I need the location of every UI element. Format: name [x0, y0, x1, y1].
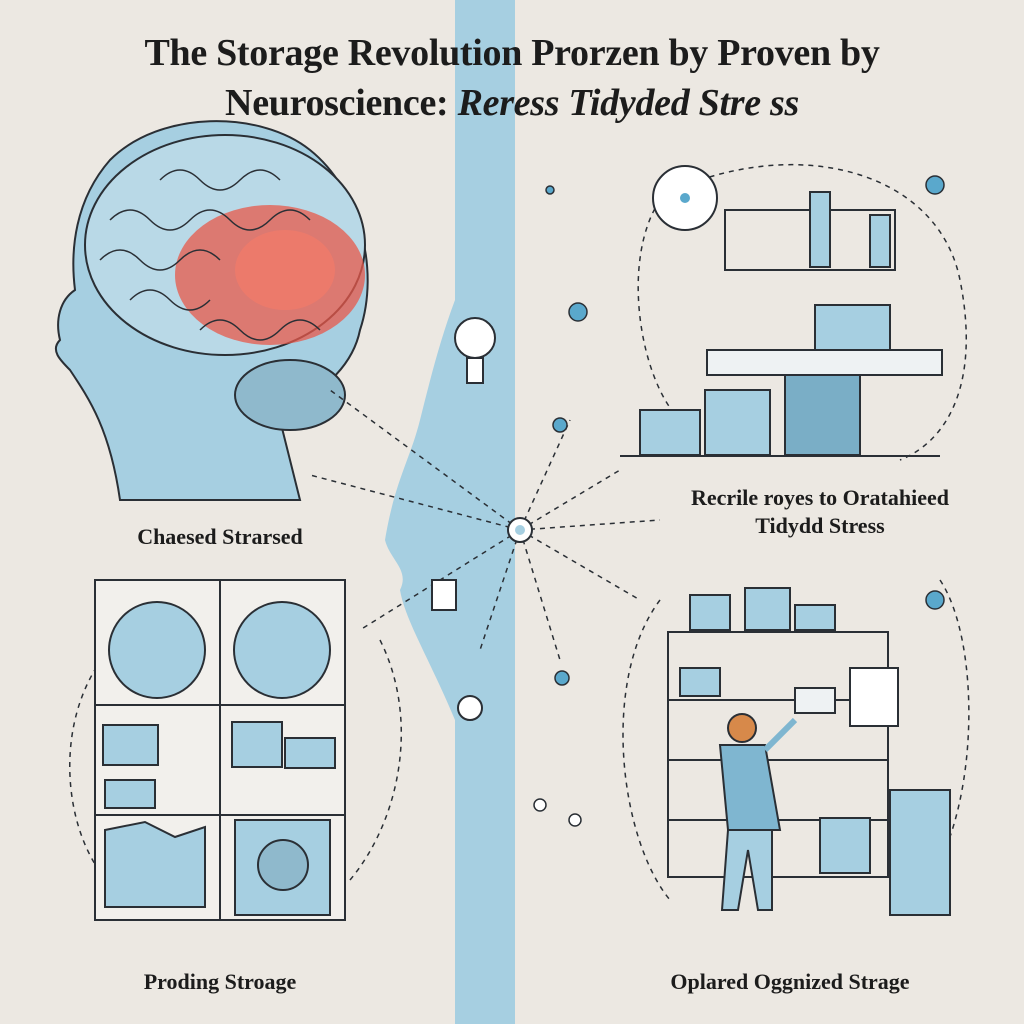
cluttered-storage-cabinet [94, 579, 346, 921]
label-bottom-right: Oplared Oggnized Strage [670, 969, 910, 994]
head-with-brain [54, 120, 369, 501]
page-title-line-2: Neuroscience: Reress Tidyded Stre ss [0, 78, 1024, 128]
label-top-right-line-1: Recrile royes to Oratahieed [690, 485, 949, 510]
clock-icon [652, 165, 718, 231]
title-italic-part: Reress Tidyded Stre ss [457, 82, 800, 124]
checklist-icon [431, 579, 457, 611]
label-bottom-left: Proding Stroage [143, 969, 297, 994]
label-top-left: Chaesed Strarsed [137, 524, 303, 549]
smiley-icon [457, 695, 483, 721]
label-top-right: Recrile royes to Oratahieed Tidydd Stres… [640, 484, 1000, 540]
page-title-line-1: The Storage Revolution Prorzen by Proven… [144, 32, 880, 74]
face-profile-silhouette [385, 300, 455, 720]
organized-storage-shelf [667, 587, 951, 916]
title-plain-part: Neuroscience: [225, 82, 458, 124]
label-top-right-line-2: Tidydd Stress [755, 513, 885, 538]
lightbulb-brain-icon [454, 317, 496, 384]
central-blue-band [455, 0, 515, 1024]
person-organizing [718, 713, 798, 911]
neuron-icons [533, 175, 945, 827]
organized-desk-illustration [620, 191, 943, 457]
